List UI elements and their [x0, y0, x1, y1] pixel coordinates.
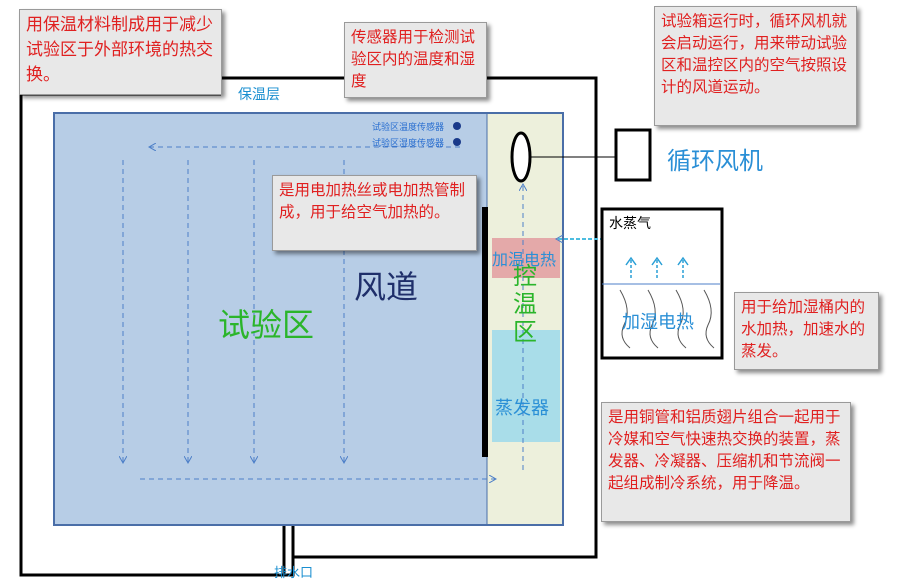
note-humidifier: 用于给加湿桶内的水加热，加速水的蒸发。 — [734, 292, 879, 370]
drain-outlet-label: 排水口 — [274, 566, 314, 581]
water-vapor-label: 水蒸气 — [609, 216, 651, 232]
fan-motor — [614, 128, 652, 182]
note-fan: 试验箱运行时，循环风机就会启动运行，用来带动试验区和温控区内的空气按照设计的风道… — [654, 6, 857, 126]
humidity-sensor-label: 试验区湿度传感器 — [372, 139, 445, 149]
note-insulation: 用保温材料制成用于减少试验区于外部环境的热交换。 — [19, 9, 222, 95]
control-zone-area — [487, 113, 563, 525]
baffle-plate — [482, 207, 488, 457]
fan-rotor — [510, 131, 532, 183]
heating-coils — [619, 289, 715, 349]
evaporator-band — [492, 330, 560, 442]
temp-sensor-label: 试验区温度传感器 — [372, 123, 445, 133]
insulation-layer-label: 保温层 — [238, 87, 280, 103]
note-evaporator: 是用铜管和铝质翅片组合一起用于冷媒和空气快速热交换的装置，蒸发器、冷凝器、压缩机… — [601, 402, 851, 522]
inner-chamber-frame — [53, 112, 564, 526]
test-zone-label: 试验区 — [218, 306, 315, 344]
note-heater: 是用电加热丝或电加热管制成，用于给空气加热的。 — [272, 175, 477, 251]
vapor-arrows — [625, 256, 689, 278]
humidifier-heater-label: 加湿电热 — [622, 312, 694, 333]
temp-control-zone-label: 控温区 — [513, 262, 537, 346]
note-sensor: 传感器用于检测试验区内的温度和湿度 — [344, 22, 487, 98]
air-duct-label: 风道 — [354, 268, 419, 306]
temp-sensor-dot — [453, 122, 461, 130]
humidity-sensor-dot — [453, 138, 461, 146]
circulation-fan-label: 循环风机 — [667, 147, 763, 175]
evaporator-label: 蒸发器 — [495, 398, 549, 419]
heater-band-label: 加温电热 — [492, 250, 557, 269]
drain-outlet-pipe — [282, 520, 295, 557]
heater-band — [492, 238, 560, 278]
